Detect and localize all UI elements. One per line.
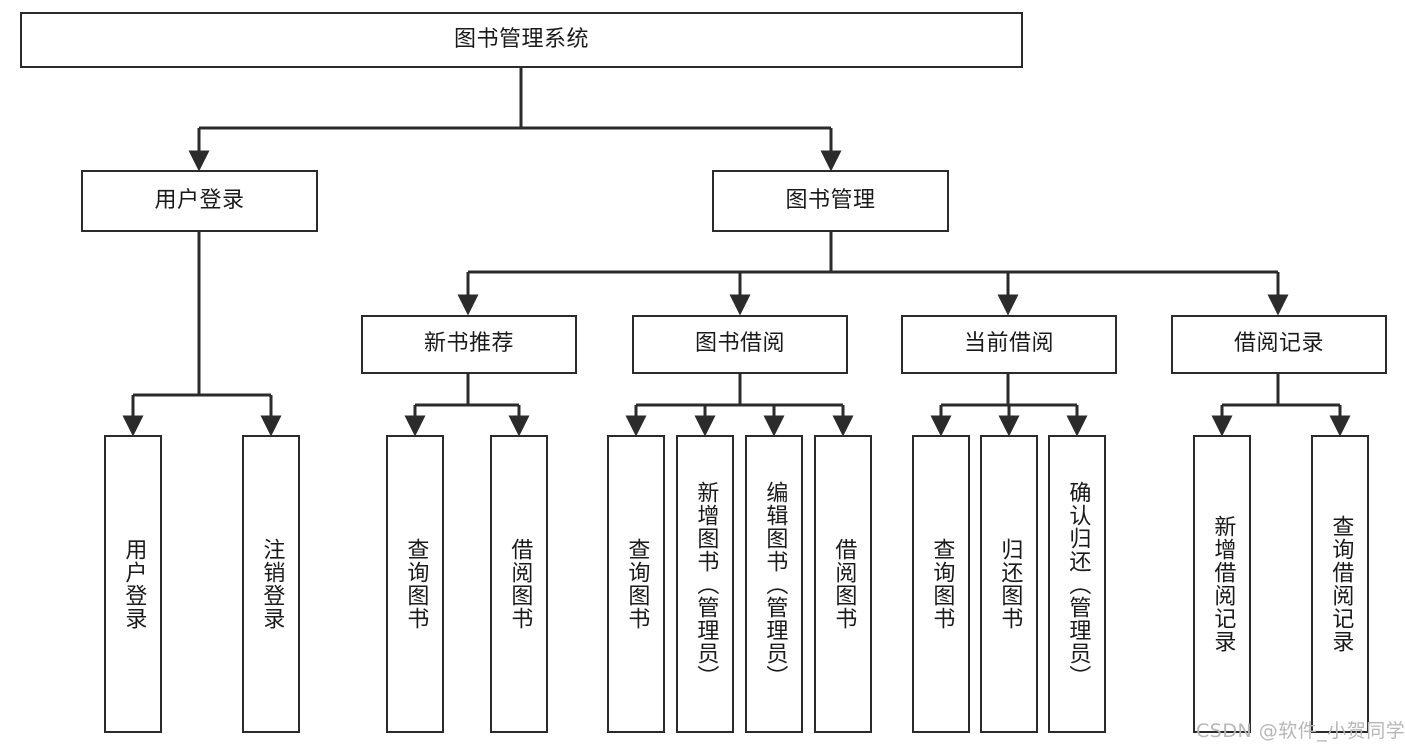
node-leaf-add-record-label: 新增借阅记录: [1210, 515, 1236, 653]
node-borrow-record[interactable]: 借阅记录: [1171, 315, 1387, 374]
node-book-borrow[interactable]: 图书借阅: [632, 315, 848, 374]
node-root-label: 图书管理系统: [453, 26, 589, 52]
node-book-manage-label: 图书管理: [785, 187, 876, 213]
node-leaf-query-record-label: 查询借阅记录: [1328, 515, 1354, 653]
node-new-book-recommend-label: 新书推荐: [423, 331, 514, 357]
node-leaf-query-book-1-label: 查询图书: [403, 538, 429, 630]
node-leaf-return-book-label: 归还图书: [997, 538, 1023, 630]
node-leaf-borrow-book-2[interactable]: 借阅图书: [814, 435, 872, 733]
node-user-login-label: 用户登录: [154, 187, 245, 213]
node-leaf-user-logout-label: 注销登录: [259, 538, 285, 630]
node-leaf-confirm-return[interactable]: 确认归还（管理员）: [1048, 435, 1106, 733]
node-book-borrow-label: 图书借阅: [694, 331, 785, 357]
node-leaf-user-logout[interactable]: 注销登录: [242, 435, 300, 733]
node-leaf-return-book[interactable]: 归还图书: [980, 435, 1038, 733]
node-leaf-user-login[interactable]: 用户登录: [104, 435, 162, 733]
node-user-login[interactable]: 用户登录: [81, 170, 318, 232]
node-leaf-add-record[interactable]: 新增借阅记录: [1193, 435, 1251, 733]
node-leaf-query-record[interactable]: 查询借阅记录: [1311, 435, 1369, 733]
node-leaf-borrow-book-1[interactable]: 借阅图书: [490, 435, 548, 733]
node-new-book-recommend[interactable]: 新书推荐: [361, 315, 577, 374]
node-borrow-record-label: 借阅记录: [1233, 331, 1324, 357]
node-leaf-user-login-label: 用户登录: [121, 538, 147, 630]
node-leaf-borrow-book-1-label: 借阅图书: [507, 538, 533, 630]
watermark: CSDN @软件_小贺同学: [1196, 720, 1405, 742]
node-book-manage[interactable]: 图书管理: [712, 170, 949, 232]
node-leaf-edit-book[interactable]: 编辑图书（管理员）: [745, 435, 803, 733]
node-leaf-query-book-2-label: 查询图书: [624, 538, 650, 630]
node-leaf-add-book[interactable]: 新增图书（管理员）: [676, 435, 734, 733]
node-leaf-edit-book-label: 编辑图书（管理员）: [762, 480, 788, 688]
node-leaf-query-book-3[interactable]: 查询图书: [912, 435, 970, 733]
node-leaf-query-book-1[interactable]: 查询图书: [386, 435, 444, 733]
node-leaf-query-book-2[interactable]: 查询图书: [607, 435, 665, 733]
node-leaf-confirm-return-label: 确认归还（管理员）: [1065, 480, 1091, 688]
node-leaf-query-book-3-label: 查询图书: [929, 538, 955, 630]
node-current-borrow-label: 当前借阅: [963, 331, 1054, 357]
node-current-borrow[interactable]: 当前借阅: [901, 315, 1117, 374]
node-leaf-borrow-book-2-label: 借阅图书: [831, 538, 857, 630]
node-leaf-add-book-label: 新增图书（管理员）: [693, 480, 719, 688]
node-root[interactable]: 图书管理系统: [20, 12, 1023, 68]
